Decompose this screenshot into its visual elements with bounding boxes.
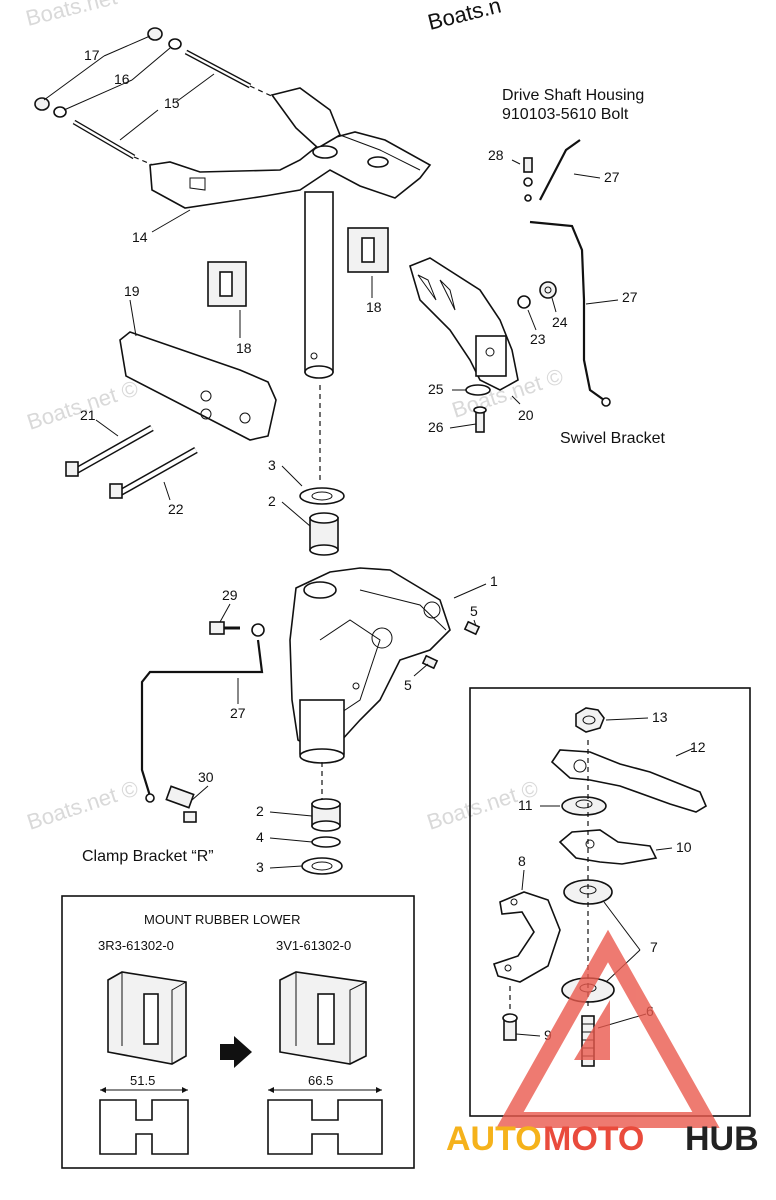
logo-text-auto: AUTO — [446, 1120, 542, 1158]
ground-lead-27-left — [140, 639, 264, 803]
callout-9: 9 — [544, 1027, 552, 1043]
callout-15: 15 — [164, 95, 180, 111]
swivel-bracket-plate-20 — [409, 257, 519, 391]
old-dimension: 51.5 — [99, 1073, 189, 1155]
callout-7: 7 — [650, 939, 658, 955]
callout-18-right: 18 — [366, 299, 382, 315]
callout-2-upper: 2 — [268, 493, 276, 509]
bolt-29 — [209, 621, 265, 637]
bolt-22 — [109, 446, 198, 499]
old-part-number: 3R3-61302-0 — [98, 938, 174, 953]
callout-11: 11 — [518, 797, 533, 813]
old-mount-rubber — [107, 971, 187, 1065]
arrow-right-icon — [220, 1036, 252, 1068]
lever-12 — [550, 749, 708, 813]
callouts: 17 16 15 14 18 18 19 21 22 3 2 1 5 5 2 4… — [43, 35, 638, 875]
callout-16: 16 — [114, 71, 130, 87]
bolt-28 — [523, 157, 533, 202]
callout-5-left: 5 — [404, 677, 412, 693]
callout-30: 30 — [198, 769, 214, 785]
callout-20: 20 — [518, 407, 534, 423]
nut-13 — [575, 707, 605, 733]
callout-12: 12 — [690, 739, 706, 755]
steering-bracket-14 — [149, 87, 432, 209]
logo-text-hub: HUB — [685, 1120, 759, 1158]
caption-drive-shaft-housing: Drive Shaft Housing — [502, 87, 644, 104]
bolt-5-b — [421, 654, 439, 670]
callout-26: 26 — [428, 419, 444, 435]
callout-23: 23 — [530, 331, 546, 347]
bolt-30 — [165, 785, 197, 823]
bolt-5-a — [463, 620, 481, 636]
callout-22: 22 — [168, 501, 184, 517]
bolt-26 — [473, 406, 487, 433]
mount-rubber-upper-right — [347, 227, 389, 298]
new-width-label: 66.5 — [308, 1073, 333, 1088]
new-mount-rubber — [279, 971, 367, 1065]
callout-17: 17 — [84, 47, 100, 63]
bushing-2-upper — [309, 512, 339, 556]
callout-5-right: 5 — [470, 603, 478, 619]
logo-text-moto: MOTO — [543, 1120, 644, 1158]
callout-4: 4 — [256, 829, 264, 845]
callout-1: 1 — [490, 573, 498, 589]
callout-27-top: 27 — [604, 169, 620, 185]
bushing-11 — [561, 796, 607, 816]
callout-27-right: 27 — [622, 289, 638, 305]
washer-23 — [517, 295, 531, 309]
old-width-label: 51.5 — [130, 1073, 155, 1088]
callout-19: 19 — [124, 283, 140, 299]
automotohub-logo: AUTO MOTO HUB — [446, 929, 759, 1158]
bushing-2-lower — [311, 798, 341, 832]
callout-28: 28 — [488, 147, 504, 163]
mount-rubber-upper-left — [207, 261, 247, 338]
callout-3-upper: 3 — [268, 457, 276, 473]
callout-27-left: 27 — [230, 705, 246, 721]
callout-10: 10 — [676, 839, 692, 855]
inset-title: MOUNT RUBBER LOWER — [144, 912, 301, 927]
callout-25: 25 — [428, 381, 444, 397]
bolt-9 — [502, 1013, 518, 1041]
bolt-15-17-set — [34, 27, 281, 169]
new-part-number: 3V1-61302-0 — [276, 938, 351, 953]
watermark-text: Boats.net — [23, 0, 119, 31]
caption-clamp-bracket: Clamp Bracket “R” — [82, 848, 214, 865]
plate-10 — [558, 829, 658, 865]
clamp-block-19 — [119, 299, 277, 441]
watermark-text: Boats.net © — [24, 775, 141, 834]
steering-shaft — [304, 191, 334, 480]
callout-13: 13 — [652, 709, 668, 725]
bolt-21 — [65, 424, 154, 477]
disc-7-upper — [563, 879, 613, 905]
callout-2-lower: 2 — [256, 803, 264, 819]
caption-bolt-number: 910103-5610 Bolt — [502, 106, 629, 123]
caption-swivel-bracket: Swivel Bracket — [560, 430, 665, 447]
mount-rubber-lower-inset: MOUNT RUBBER LOWER 3R3-61302-0 3V1-61302… — [61, 895, 415, 1169]
bracket-8 — [492, 891, 561, 983]
callout-21: 21 — [80, 407, 96, 423]
callout-24: 24 — [552, 314, 568, 330]
callout-29: 29 — [222, 587, 238, 603]
thrust-washer-3-lower — [301, 857, 343, 875]
callout-14: 14 — [132, 229, 148, 245]
callout-18-left: 18 — [236, 340, 252, 356]
thrust-washer-3-upper — [299, 487, 345, 505]
ground-lead-27-right — [529, 139, 611, 407]
nut-24 — [539, 281, 557, 299]
new-dimension: 66.5 — [267, 1073, 383, 1155]
callout-3-lower: 3 — [256, 859, 264, 875]
callout-8: 8 — [518, 853, 526, 869]
swivel-bracket-1 — [289, 567, 451, 800]
watermark-text: Boats.net © — [24, 375, 141, 434]
washer-25 — [465, 384, 491, 396]
watermark-top-right: Boats.n — [425, 0, 503, 35]
o-ring-4 — [311, 836, 341, 848]
